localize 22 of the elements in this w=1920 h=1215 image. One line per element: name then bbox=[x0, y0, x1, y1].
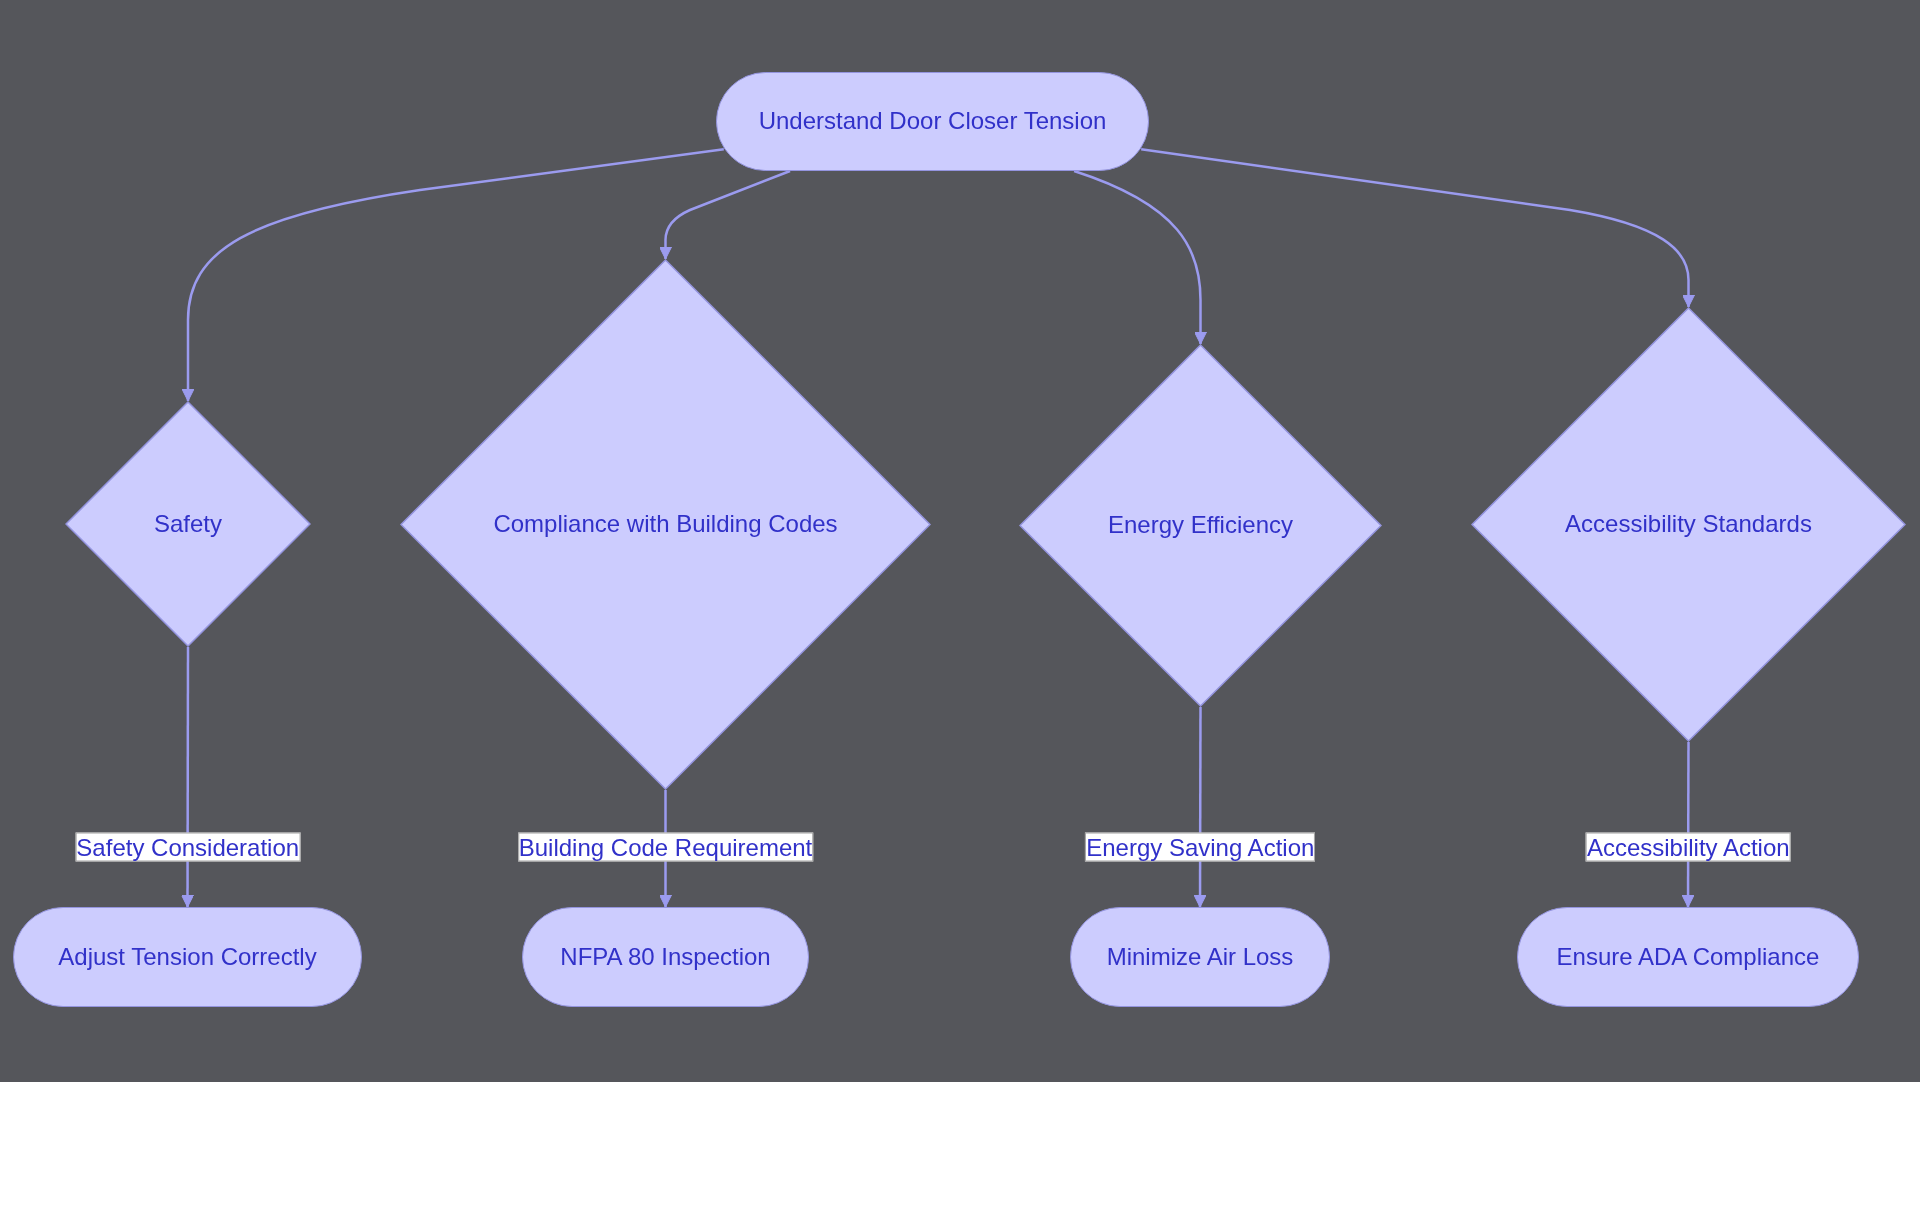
arrow bbox=[659, 169, 791, 260]
node-label: Safety bbox=[153, 509, 222, 539]
node-label: Energy Efficiency bbox=[1108, 511, 1293, 540]
node-label: Accessibility Standards bbox=[1565, 510, 1812, 539]
decision-diamond bbox=[1019, 344, 1382, 707]
node-label: Understand Door Closer Tension bbox=[758, 107, 1107, 136]
edge-label: Accessibility Action bbox=[1585, 832, 1791, 862]
decision-diamond bbox=[65, 401, 311, 647]
edge-label: Energy Saving Action bbox=[1085, 832, 1316, 862]
arrow bbox=[181, 647, 194, 908]
node-label: Compliance with Building Codes bbox=[493, 510, 838, 539]
decision-diamond bbox=[400, 259, 931, 790]
decision-diamond bbox=[1471, 307, 1906, 742]
arrow bbox=[1141, 148, 1695, 308]
node-label: Ensure ADA Compliance bbox=[1556, 942, 1820, 972]
node-label: Adjust Tension Correctly bbox=[58, 942, 317, 972]
arrow bbox=[181, 148, 724, 402]
node-label: NFPA 80 Inspection bbox=[560, 942, 771, 972]
node-label: Minimize Air Loss bbox=[1106, 942, 1294, 972]
edge-label: Safety Consideration bbox=[75, 832, 301, 862]
edge-label: Building Code Requirement bbox=[517, 832, 814, 862]
arrow bbox=[1073, 169, 1207, 345]
